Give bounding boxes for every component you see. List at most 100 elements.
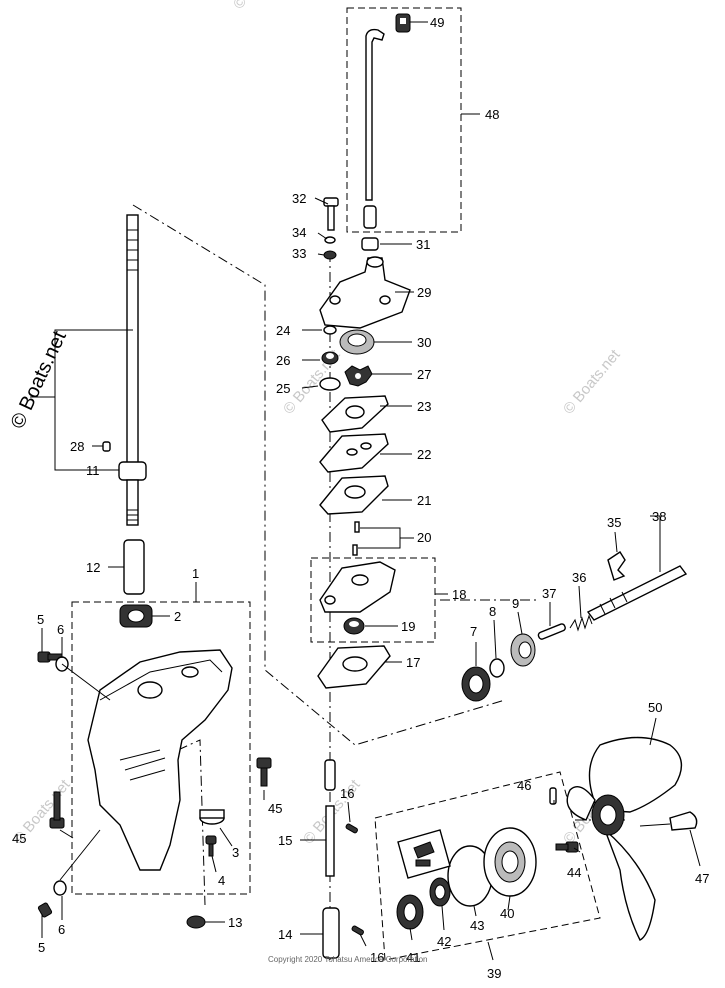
part-gear-9	[510, 633, 536, 667]
callout-38: 38	[652, 509, 666, 524]
callout-5a: 5	[37, 612, 44, 627]
part-oring-25	[319, 377, 341, 391]
callout-46: 46	[517, 778, 531, 793]
callout-40: 40	[500, 906, 514, 921]
callout-9: 9	[512, 596, 519, 611]
part-shift-rod-top	[324, 759, 336, 791]
part-bolt-45b	[256, 757, 272, 787]
callout-25: 25	[276, 381, 290, 396]
part-pin-16b	[351, 925, 364, 936]
callout-15: 15	[278, 833, 292, 848]
callout-32: 32	[292, 191, 306, 206]
part-grommet-31	[361, 237, 379, 251]
callout-26: 26	[276, 353, 290, 368]
callout-31: 31	[416, 237, 430, 252]
callout-41: 41	[406, 950, 420, 965]
part-oring-24	[323, 325, 337, 335]
part-bearing-7	[461, 666, 491, 702]
part-bearing-2	[119, 604, 153, 628]
callout-18: 18	[452, 587, 466, 602]
part-shift-rod-14	[322, 907, 340, 959]
callout-11: 11	[86, 463, 100, 478]
part-gear-case-1	[87, 649, 233, 871]
callout-20: 20	[417, 530, 431, 545]
part-water-tube-48	[363, 28, 385, 229]
part-bearing-42	[429, 877, 451, 907]
part-seal-19	[343, 617, 365, 635]
callout-36: 36	[572, 570, 586, 585]
callout-50: 50	[648, 700, 662, 715]
part-shift-rod-15	[325, 805, 335, 877]
callout-45a: 45	[12, 831, 26, 846]
part-pins-20	[352, 521, 360, 556]
part-pin-46	[549, 787, 557, 805]
callout-39: 39	[487, 966, 501, 981]
part-washer-13	[186, 915, 206, 929]
callout-6b: 6	[58, 922, 65, 937]
callout-45b: 45	[268, 801, 282, 816]
part-pin-16a	[345, 823, 358, 834]
part-impeller-27	[344, 365, 373, 387]
part-bolt-4	[205, 835, 217, 857]
part-nut-3	[199, 809, 225, 825]
callout-48: 48	[485, 107, 499, 122]
group-frame-18	[310, 557, 436, 643]
callout-8: 8	[489, 604, 496, 619]
part-spring-36	[569, 614, 593, 632]
part-impeller-housing-30	[339, 329, 375, 355]
callout-6a: 6	[57, 622, 64, 637]
callout-16b: 16	[370, 950, 384, 965]
watermark-6: © Boats.net	[230, 0, 294, 13]
part-washer-6b	[53, 880, 67, 896]
callout-16a: 16	[340, 786, 354, 801]
watermark-2: © Boats.net	[560, 346, 624, 418]
callout-5b: 5	[38, 940, 45, 955]
callout-27: 27	[417, 367, 431, 382]
part-seal-26	[321, 351, 339, 365]
callout-35: 35	[607, 515, 621, 530]
part-propeller-50	[566, 736, 683, 941]
part-bolt-45a	[49, 791, 65, 829]
part-pump-case-29	[319, 256, 411, 329]
part-nut-33	[323, 250, 337, 260]
callout-3: 3	[232, 845, 239, 860]
callout-28: 28	[70, 439, 84, 454]
callout-1: 1	[192, 566, 199, 581]
part-washer-8	[489, 658, 505, 678]
callout-19: 19	[401, 619, 415, 634]
part-bearing-41	[396, 894, 424, 930]
callout-13: 13	[228, 915, 242, 930]
part-bolt-5a	[37, 651, 63, 663]
part-gasket-21	[319, 475, 389, 515]
copyright-text: Copyright 2020 Tohatsu America Corporati…	[268, 955, 428, 964]
callout-2: 2	[174, 609, 181, 624]
leader-lines	[30, 21, 701, 961]
callout-labels: 49 48 32 34 33 31 29 24 30 26 27 25 23 2…	[12, 15, 709, 981]
part-gasket-23	[321, 395, 389, 433]
callout-34: 34	[292, 225, 306, 240]
callout-37: 37	[542, 586, 556, 601]
part-drive-shaft	[102, 214, 147, 526]
part-clip-35	[607, 551, 626, 581]
part-prop-shaft-38	[586, 565, 688, 621]
callout-17: 17	[406, 655, 420, 670]
callout-43: 43	[470, 918, 484, 933]
callout-14: 14	[278, 927, 292, 942]
part-pump-base-18	[319, 561, 396, 613]
group-frame-1	[71, 601, 251, 895]
part-inset-detail	[397, 829, 451, 879]
callout-12: 12	[86, 560, 100, 575]
part-grommet-49	[395, 13, 411, 33]
callout-23: 23	[417, 399, 431, 414]
callout-33: 33	[292, 246, 306, 261]
callout-44: 44	[567, 865, 581, 880]
part-washer-34	[324, 236, 336, 244]
part-gasket-17	[317, 645, 391, 689]
part-bolt-5b	[37, 902, 53, 918]
callout-4: 4	[218, 873, 225, 888]
callout-49: 49	[430, 15, 444, 30]
callout-30: 30	[417, 335, 431, 350]
part-plate-22	[319, 433, 389, 473]
part-pin-37	[537, 623, 566, 640]
